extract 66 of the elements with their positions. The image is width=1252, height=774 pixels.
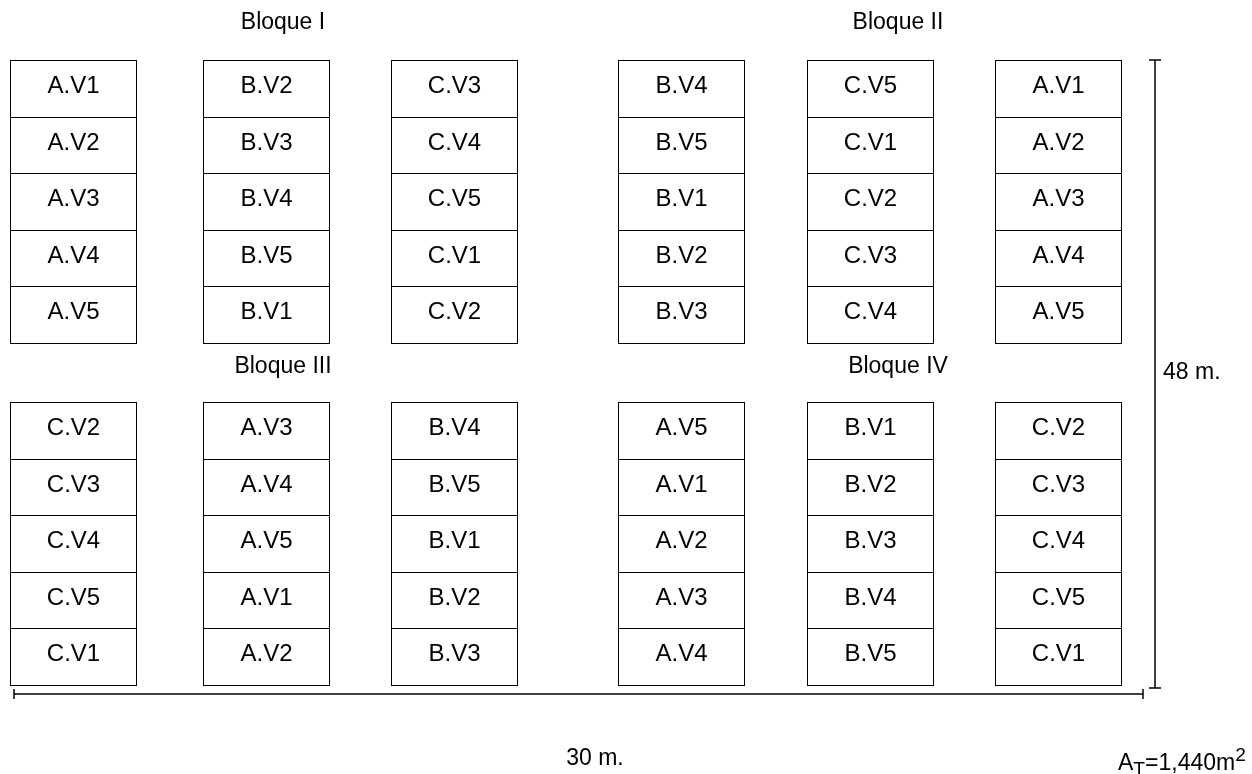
plot-cell: B.V1: [618, 173, 745, 232]
plot-cell: A.V3: [995, 173, 1122, 232]
plot-cell: A.V5: [203, 515, 330, 574]
plot-cell: A.V3: [203, 402, 330, 461]
plot-cell: C.V4: [391, 116, 518, 175]
plot-cell: A.V1: [203, 571, 330, 630]
plot-cell: C.V3: [10, 458, 137, 517]
plot-cell: A.V3: [618, 571, 745, 630]
plot-cell: A.V2: [203, 628, 330, 687]
block-title: Bloque IV: [848, 352, 948, 379]
plot-cell: B.V3: [203, 116, 330, 175]
plot-cell: B.V5: [807, 628, 934, 687]
plot-cell: A.V2: [618, 515, 745, 574]
block-title: Bloque II: [852, 8, 944, 35]
plot-cell: B.V1: [391, 515, 518, 574]
plot-cell: A.V4: [10, 229, 137, 288]
plot-cell: A.V4: [995, 229, 1122, 288]
plot-cell: B.V2: [618, 229, 745, 288]
plot-cell: B.V3: [391, 628, 518, 687]
plot-cell: B.V3: [807, 515, 934, 574]
plot-cell: A.V1: [10, 60, 137, 119]
plot-cell: B.V1: [807, 402, 934, 461]
plot-cell: C.V5: [995, 571, 1122, 630]
plot-cell: C.V2: [391, 286, 518, 345]
plot-cell: C.V1: [807, 116, 934, 175]
plot-cell: B.V4: [203, 173, 330, 232]
plot-cell: C.V1: [995, 628, 1122, 687]
plot-cell: B.V4: [618, 60, 745, 119]
plot-cell: C.V4: [995, 515, 1122, 574]
plot-cell: A.V2: [995, 116, 1122, 175]
plot-cell: A.V3: [10, 173, 137, 232]
plot-cell: B.V2: [807, 458, 934, 517]
plot-cell: B.V4: [807, 571, 934, 630]
plot-cell: A.V5: [995, 286, 1122, 345]
plot-cell: B.V5: [391, 458, 518, 517]
plot-cell: A.V4: [618, 628, 745, 687]
plot-cell: C.V5: [10, 571, 137, 630]
plot-cell: A.V5: [10, 286, 137, 345]
dimension-text: 30 m.: [566, 744, 624, 771]
plot-cell: B.V2: [203, 60, 330, 119]
plot-cell: C.V2: [807, 173, 934, 232]
plot-cell: B.V2: [391, 571, 518, 630]
plot-cell: A.V4: [203, 458, 330, 517]
plot-cell: C.V3: [995, 458, 1122, 517]
plot-cell: B.V5: [203, 229, 330, 288]
plot-cell: C.V2: [10, 402, 137, 461]
plot-cell: C.V3: [807, 229, 934, 288]
plot-cell: A.V1: [618, 458, 745, 517]
block-title: Bloque III: [234, 352, 332, 379]
plot-cell: C.V4: [807, 286, 934, 345]
plot-cell: C.V4: [10, 515, 137, 574]
plot-cell: C.V2: [995, 402, 1122, 461]
plot-cell: C.V1: [391, 229, 518, 288]
plot-cell: B.V1: [203, 286, 330, 345]
plot-cell: B.V3: [618, 286, 745, 345]
plot-cell: C.V5: [807, 60, 934, 119]
plot-cell: A.V1: [995, 60, 1122, 119]
plot-cell: B.V5: [618, 116, 745, 175]
plot-cell: C.V5: [391, 173, 518, 232]
plot-cell: C.V1: [10, 628, 137, 687]
plot-cell: A.V5: [618, 402, 745, 461]
plot-cell: C.V3: [391, 60, 518, 119]
dimension-text: 48 m.: [1163, 358, 1221, 385]
plot-cell: A.V2: [10, 116, 137, 175]
plot-cell: B.V4: [391, 402, 518, 461]
block-title: Bloque I: [240, 8, 326, 35]
